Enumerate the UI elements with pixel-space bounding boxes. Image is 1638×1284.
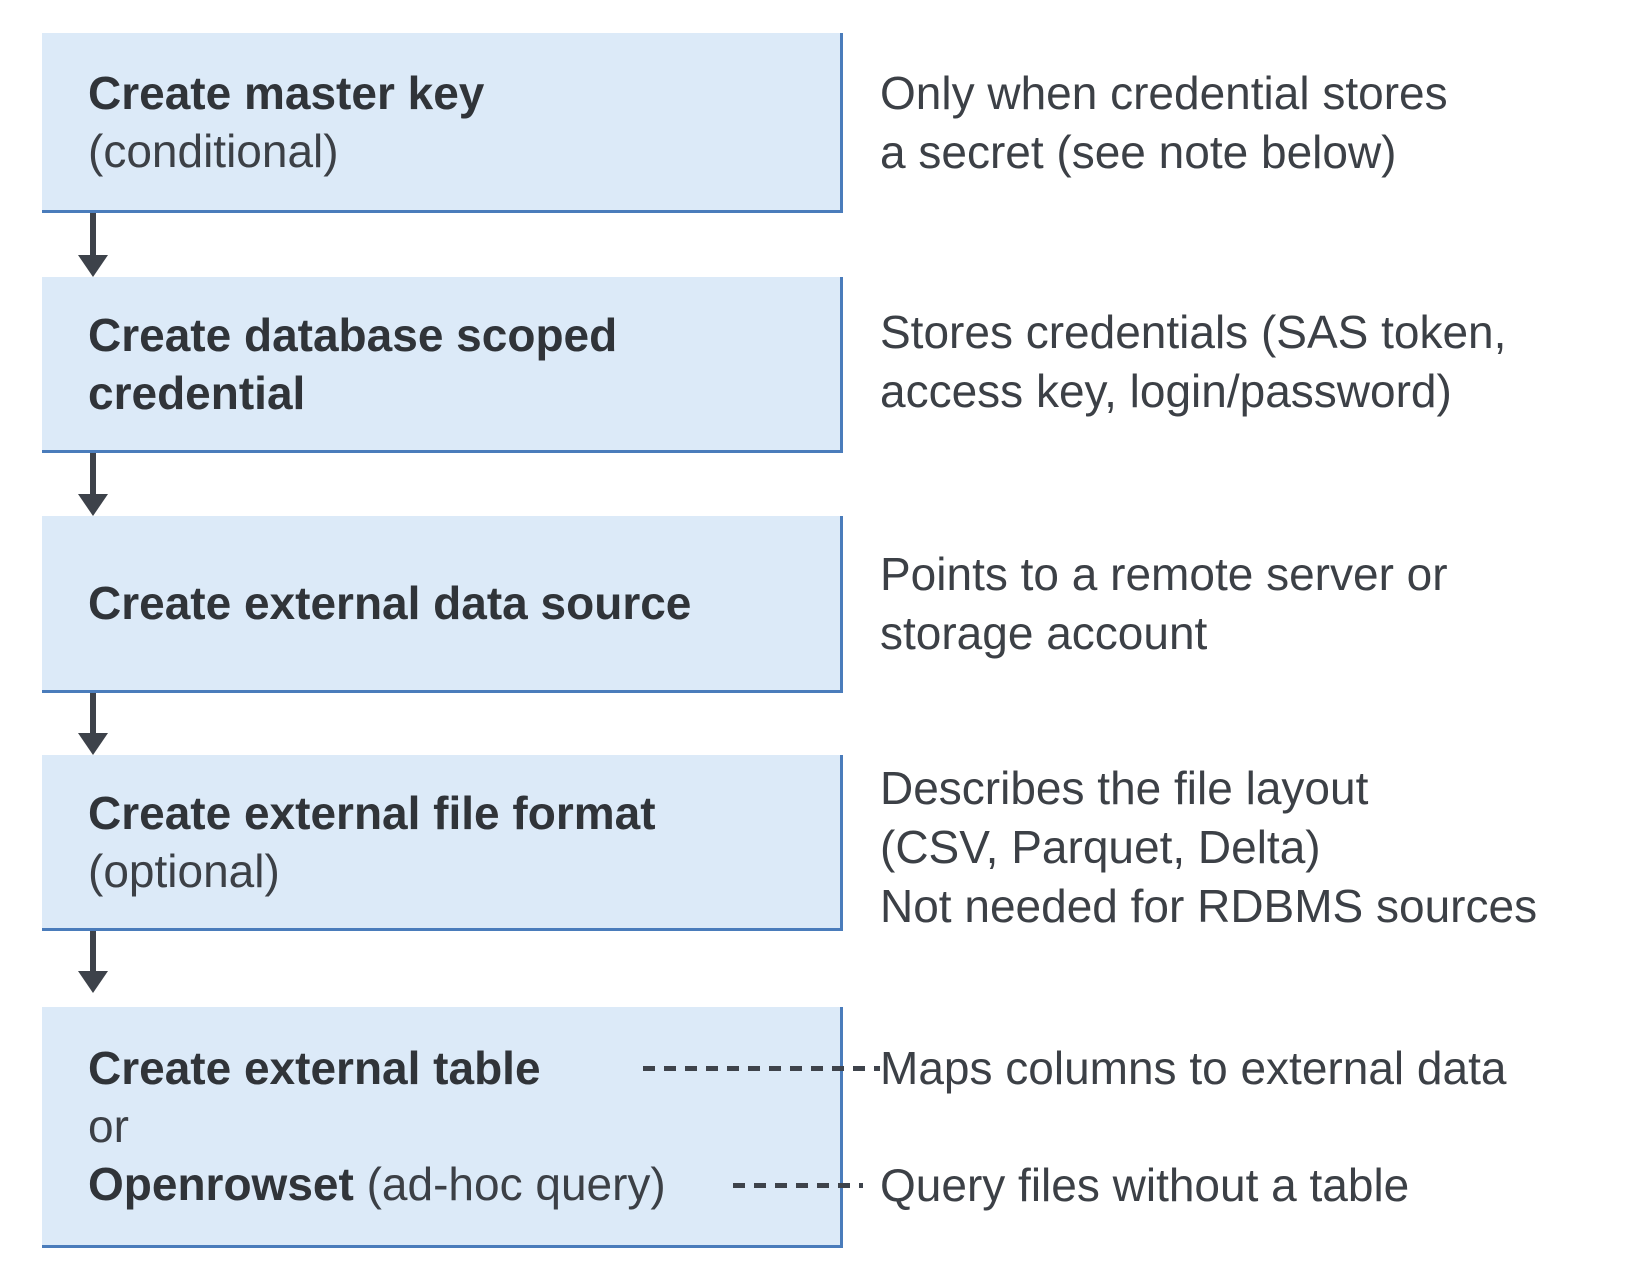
annotation-line: Describes the file layout (880, 762, 1369, 814)
annotation-line: Not needed for RDBMS sources (880, 880, 1538, 932)
arrow-shaft (90, 931, 96, 973)
annotation-external-table: Maps columns to external data (880, 1042, 1507, 1094)
step-box-create-master-key: Create master key (conditional) (42, 33, 843, 213)
step-box-create-external-data-source: Create external data source (42, 516, 843, 693)
dashed-connector-external-table (643, 1066, 880, 1071)
openrowset-qualifier: (ad-hoc query) (353, 1158, 666, 1210)
step-box-create-external-file-format: Create external file format (optional) (42, 755, 843, 931)
step-title: Create master key (88, 66, 485, 119)
openrowset-label: Openrowset (88, 1158, 354, 1210)
arrow-head (78, 971, 108, 993)
step-qualifier: (conditional) (88, 124, 339, 177)
annotation-line: access key, login/password) (880, 365, 1452, 417)
step-box-create-database-scoped-credential: Create database scoped credential (42, 277, 843, 453)
step-title-line-2: credential (88, 366, 306, 419)
step-title: Create external file format (88, 786, 656, 839)
arrow-head (78, 494, 108, 516)
annotation-line: Only when credential stores (880, 67, 1448, 119)
annotation-line: (CSV, Parquet, Delta) (880, 821, 1321, 873)
step-qualifier: (optional) (88, 844, 280, 897)
flow-arrow-down-icon (78, 931, 108, 993)
dashed-connector-openrowset (733, 1183, 863, 1188)
arrow-shaft (90, 693, 96, 735)
annotation-master-key: Only when credential stores a secret (se… (880, 64, 1448, 182)
annotation-external-data-source: Points to a remote server or storage acc… (880, 545, 1448, 663)
flow-arrow-down-icon (78, 693, 108, 755)
annotation-scoped-credential: Stores credentials (SAS token, access ke… (880, 303, 1506, 421)
annotation-line: Stores credentials (SAS token, (880, 306, 1507, 358)
step-or-label: or (88, 1100, 129, 1152)
step-title: Create database scoped (88, 308, 618, 361)
arrow-head (78, 255, 108, 277)
annotation-line: storage account (880, 607, 1208, 659)
annotation-line: Points to a remote server or (880, 548, 1448, 600)
arrow-head (78, 733, 108, 755)
arrow-shaft (90, 453, 96, 496)
step-title: Create external table (88, 1042, 541, 1094)
arrow-shaft (90, 213, 96, 257)
step-openrowset-line: Openrowset (ad-hoc query) (88, 1155, 840, 1213)
annotation-external-file-format: Describes the file layout (CSV, Parquet,… (880, 759, 1537, 936)
step-title: Create external data source (88, 577, 692, 629)
flow-arrow-down-icon (78, 453, 108, 516)
annotation-line: a secret (see note below) (880, 126, 1397, 178)
step-box-create-external-table-or-openrowset: Create external table or Openrowset (ad-… (42, 1007, 843, 1248)
annotation-openrowset: Query files without a table (880, 1159, 1410, 1211)
flow-arrow-down-icon (78, 213, 108, 277)
